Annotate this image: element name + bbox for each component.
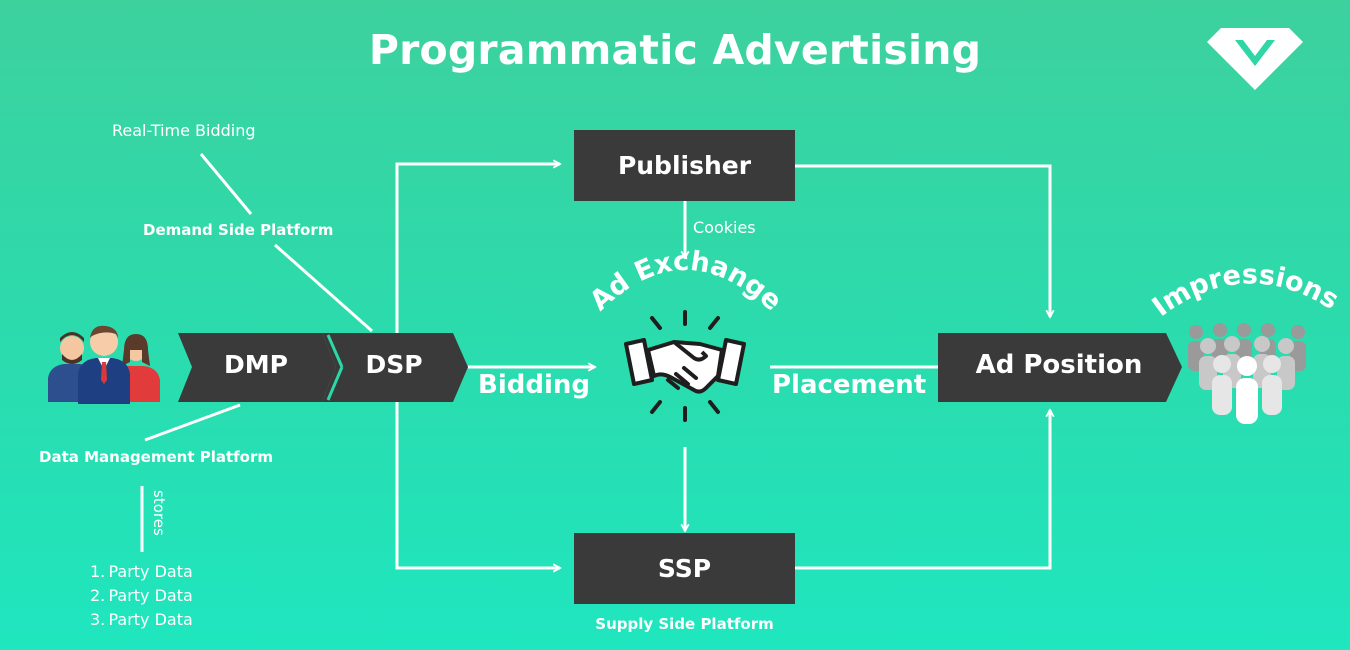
dsp-chevron [322, 333, 468, 402]
real-time-bidding-label: Real-Time Bidding [112, 121, 256, 140]
ad-position-box [938, 333, 1182, 402]
arrow-publisher-adpos [795, 164, 1050, 317]
stores-label: stores [150, 490, 168, 536]
leader-line-dmp [144, 403, 241, 442]
arrow-dsp-ssp [395, 402, 560, 568]
arrow-dsp-publisher [395, 164, 560, 333]
supply-side-platform-label: Supply Side Platform [595, 615, 774, 633]
demand-side-platform-label: Demand Side Platform [143, 221, 334, 239]
placement-label: Placement [772, 370, 927, 400]
dmp-chevron [178, 333, 336, 402]
party-data-1: 1. Party Data [90, 562, 193, 581]
cookies-label: Cookies [693, 218, 756, 237]
ad-exchange-label: Ad Exchange [584, 246, 788, 317]
page-title: Programmatic Advertising [368, 26, 982, 74]
publisher-box: Publisher [574, 130, 795, 201]
dsp-label: DSP [365, 350, 423, 379]
leader-line-rtb [199, 153, 253, 215]
ad-position-label: Ad Position [975, 350, 1143, 380]
dmp-label: DMP [224, 350, 288, 379]
impressions-label: Impressions [1147, 259, 1344, 323]
people-group-icon [48, 325, 160, 404]
handshake-icon [624, 310, 746, 422]
ssp-box: SSP [574, 533, 795, 604]
audience-crowd-icon [1188, 323, 1306, 424]
arrow-ssp-adpos [795, 410, 1050, 570]
data-management-platform-label: Data Management Platform [39, 448, 274, 466]
party-data-2: 2. Party Data [90, 586, 193, 605]
bidding-label: Bidding [478, 370, 590, 400]
leader-line-dsp [274, 243, 373, 333]
party-data-3: 3. Party Data [90, 610, 193, 629]
diamond-logo-icon [1207, 28, 1303, 90]
